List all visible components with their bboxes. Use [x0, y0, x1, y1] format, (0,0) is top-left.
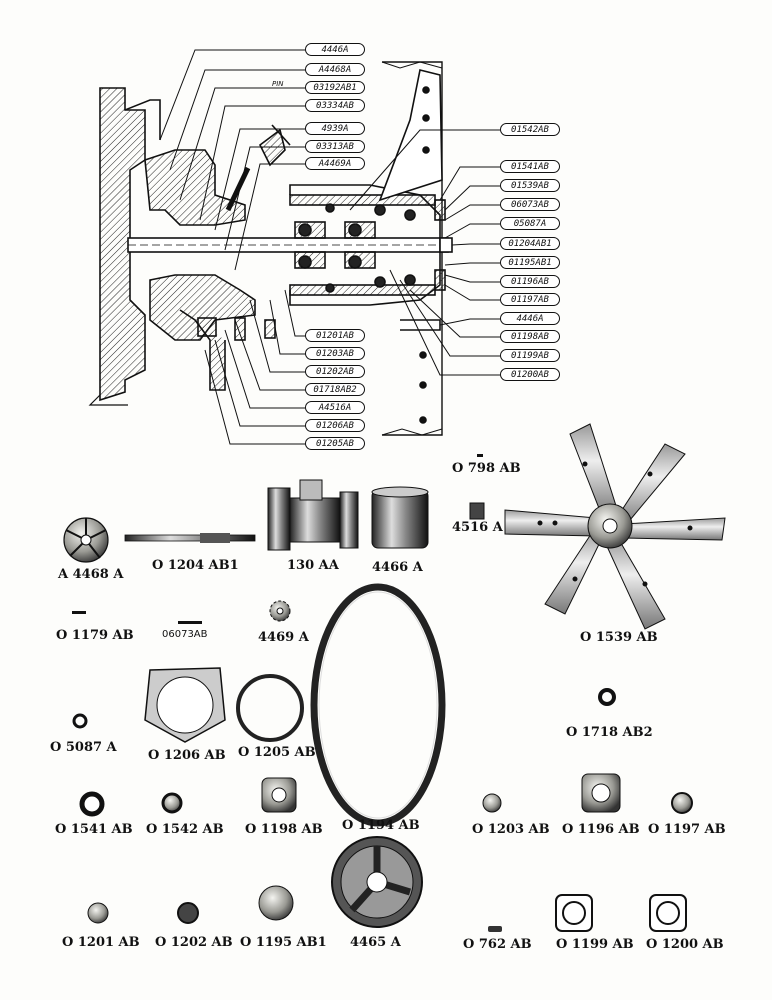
callout: 01204AB1 — [500, 237, 560, 250]
seal-o1195ab1 — [258, 885, 294, 921]
callout: 01201AB — [305, 329, 365, 342]
washer-o5087a — [72, 713, 88, 729]
part-label: O 762 AB — [463, 937, 532, 952]
part-label: O 1202 AB — [155, 935, 233, 950]
pulley-4465a — [331, 836, 423, 928]
callout: 01195AB1 — [500, 256, 560, 269]
seal-o1203ab — [482, 793, 502, 813]
callout: 01206AB — [305, 419, 365, 432]
callout: 06073AB — [500, 198, 560, 211]
seal-o1201ab — [87, 902, 109, 924]
part-06073ab — [178, 621, 202, 624]
part-label: O 1179 AB — [56, 628, 134, 643]
callout: 03192AB1 — [305, 81, 365, 94]
bearing-housing-4466a — [371, 486, 429, 549]
part-4516a — [469, 502, 485, 520]
part-label: O 1205 AB — [238, 745, 316, 760]
part-label: O 798 AB — [452, 461, 521, 476]
part-label: O 1196 AB — [562, 822, 640, 837]
callout: 03313AB — [305, 140, 365, 153]
pump-cross-section — [88, 61, 453, 436]
part-label: O 1200 AB — [646, 937, 724, 952]
callout: 01718AB2 — [305, 383, 365, 396]
callout: 01542AB — [500, 123, 560, 136]
part-label: A 4468 A — [58, 567, 124, 582]
part-label: 4469 A — [258, 630, 309, 645]
pump-body-130aa — [267, 479, 359, 551]
callout: 01541AB — [500, 160, 560, 173]
callout: 01199AB — [500, 349, 560, 362]
callout: 01205AB — [305, 437, 365, 450]
part-label: O 1539 AB — [580, 630, 658, 645]
callout: 01198AB — [500, 330, 560, 343]
impeller-a4468a — [63, 517, 109, 563]
callout: 01200AB — [500, 368, 560, 381]
callout: 01196AB — [500, 275, 560, 288]
callout: 4446A — [500, 312, 560, 325]
part-o1718ab2 — [598, 688, 616, 706]
seal-o1202ab — [177, 902, 199, 924]
fan-belt-o1194ab — [310, 583, 446, 827]
seal-o1541ab — [79, 791, 105, 817]
part-label: O 1541 AB — [55, 822, 133, 837]
callout: 4939A — [305, 122, 365, 135]
part-o762ab — [488, 926, 502, 932]
retainer-o1196ab — [581, 773, 621, 813]
seal-o1542ab — [161, 792, 183, 814]
part-o798ab — [477, 454, 483, 457]
part-label: 4516 A — [452, 520, 503, 535]
callout: 05087A — [500, 217, 560, 230]
part-label: O 1195 AB1 — [240, 935, 327, 950]
callout: 01202AB — [305, 365, 365, 378]
gasket-o1206ab — [144, 667, 226, 743]
part-label: O 5087 A — [50, 740, 117, 755]
callout: 01197AB — [500, 293, 560, 306]
part-label: 06073AB — [162, 629, 208, 640]
part-label: O 1718 AB2 — [566, 725, 653, 740]
callout: 4446A — [305, 43, 365, 56]
callout: A4469A — [305, 157, 365, 170]
part-label: 4465 A — [350, 935, 401, 950]
callout: 01203AB — [305, 347, 365, 360]
part-label: O 1542 AB — [146, 822, 224, 837]
part-label: O 1203 AB — [472, 822, 550, 837]
part-label: O 1204 AB1 — [152, 558, 239, 573]
ring-o1205ab — [236, 674, 304, 742]
retainer-o1199ab — [555, 894, 593, 932]
retainer-o1198ab — [261, 777, 297, 813]
part-label: O 1199 AB — [556, 937, 634, 952]
shaft-o1204ab1 — [124, 533, 256, 543]
callout: 01539AB — [500, 179, 560, 192]
nut-4469a — [269, 600, 291, 622]
part-label: 4466 A — [372, 560, 423, 575]
part-label: 130 AA — [287, 558, 339, 573]
pin-label: PIN — [272, 80, 284, 88]
fan-o1539ab — [504, 423, 726, 630]
seal-o1197ab — [671, 792, 693, 814]
callout: A4516A — [305, 401, 365, 414]
callout-leader-lines — [159, 49, 500, 445]
part-label: O 1198 AB — [245, 822, 323, 837]
part-label: O 1197 AB — [648, 822, 726, 837]
callout: A4468A — [305, 63, 365, 76]
part-o1179ab — [72, 611, 86, 614]
part-label: O 1201 AB — [62, 935, 140, 950]
retainer-o1200ab — [649, 894, 687, 932]
part-label: O 1206 AB — [148, 748, 226, 763]
callout: 03334AB — [305, 99, 365, 112]
part-label: O 1194 AB — [342, 818, 420, 833]
